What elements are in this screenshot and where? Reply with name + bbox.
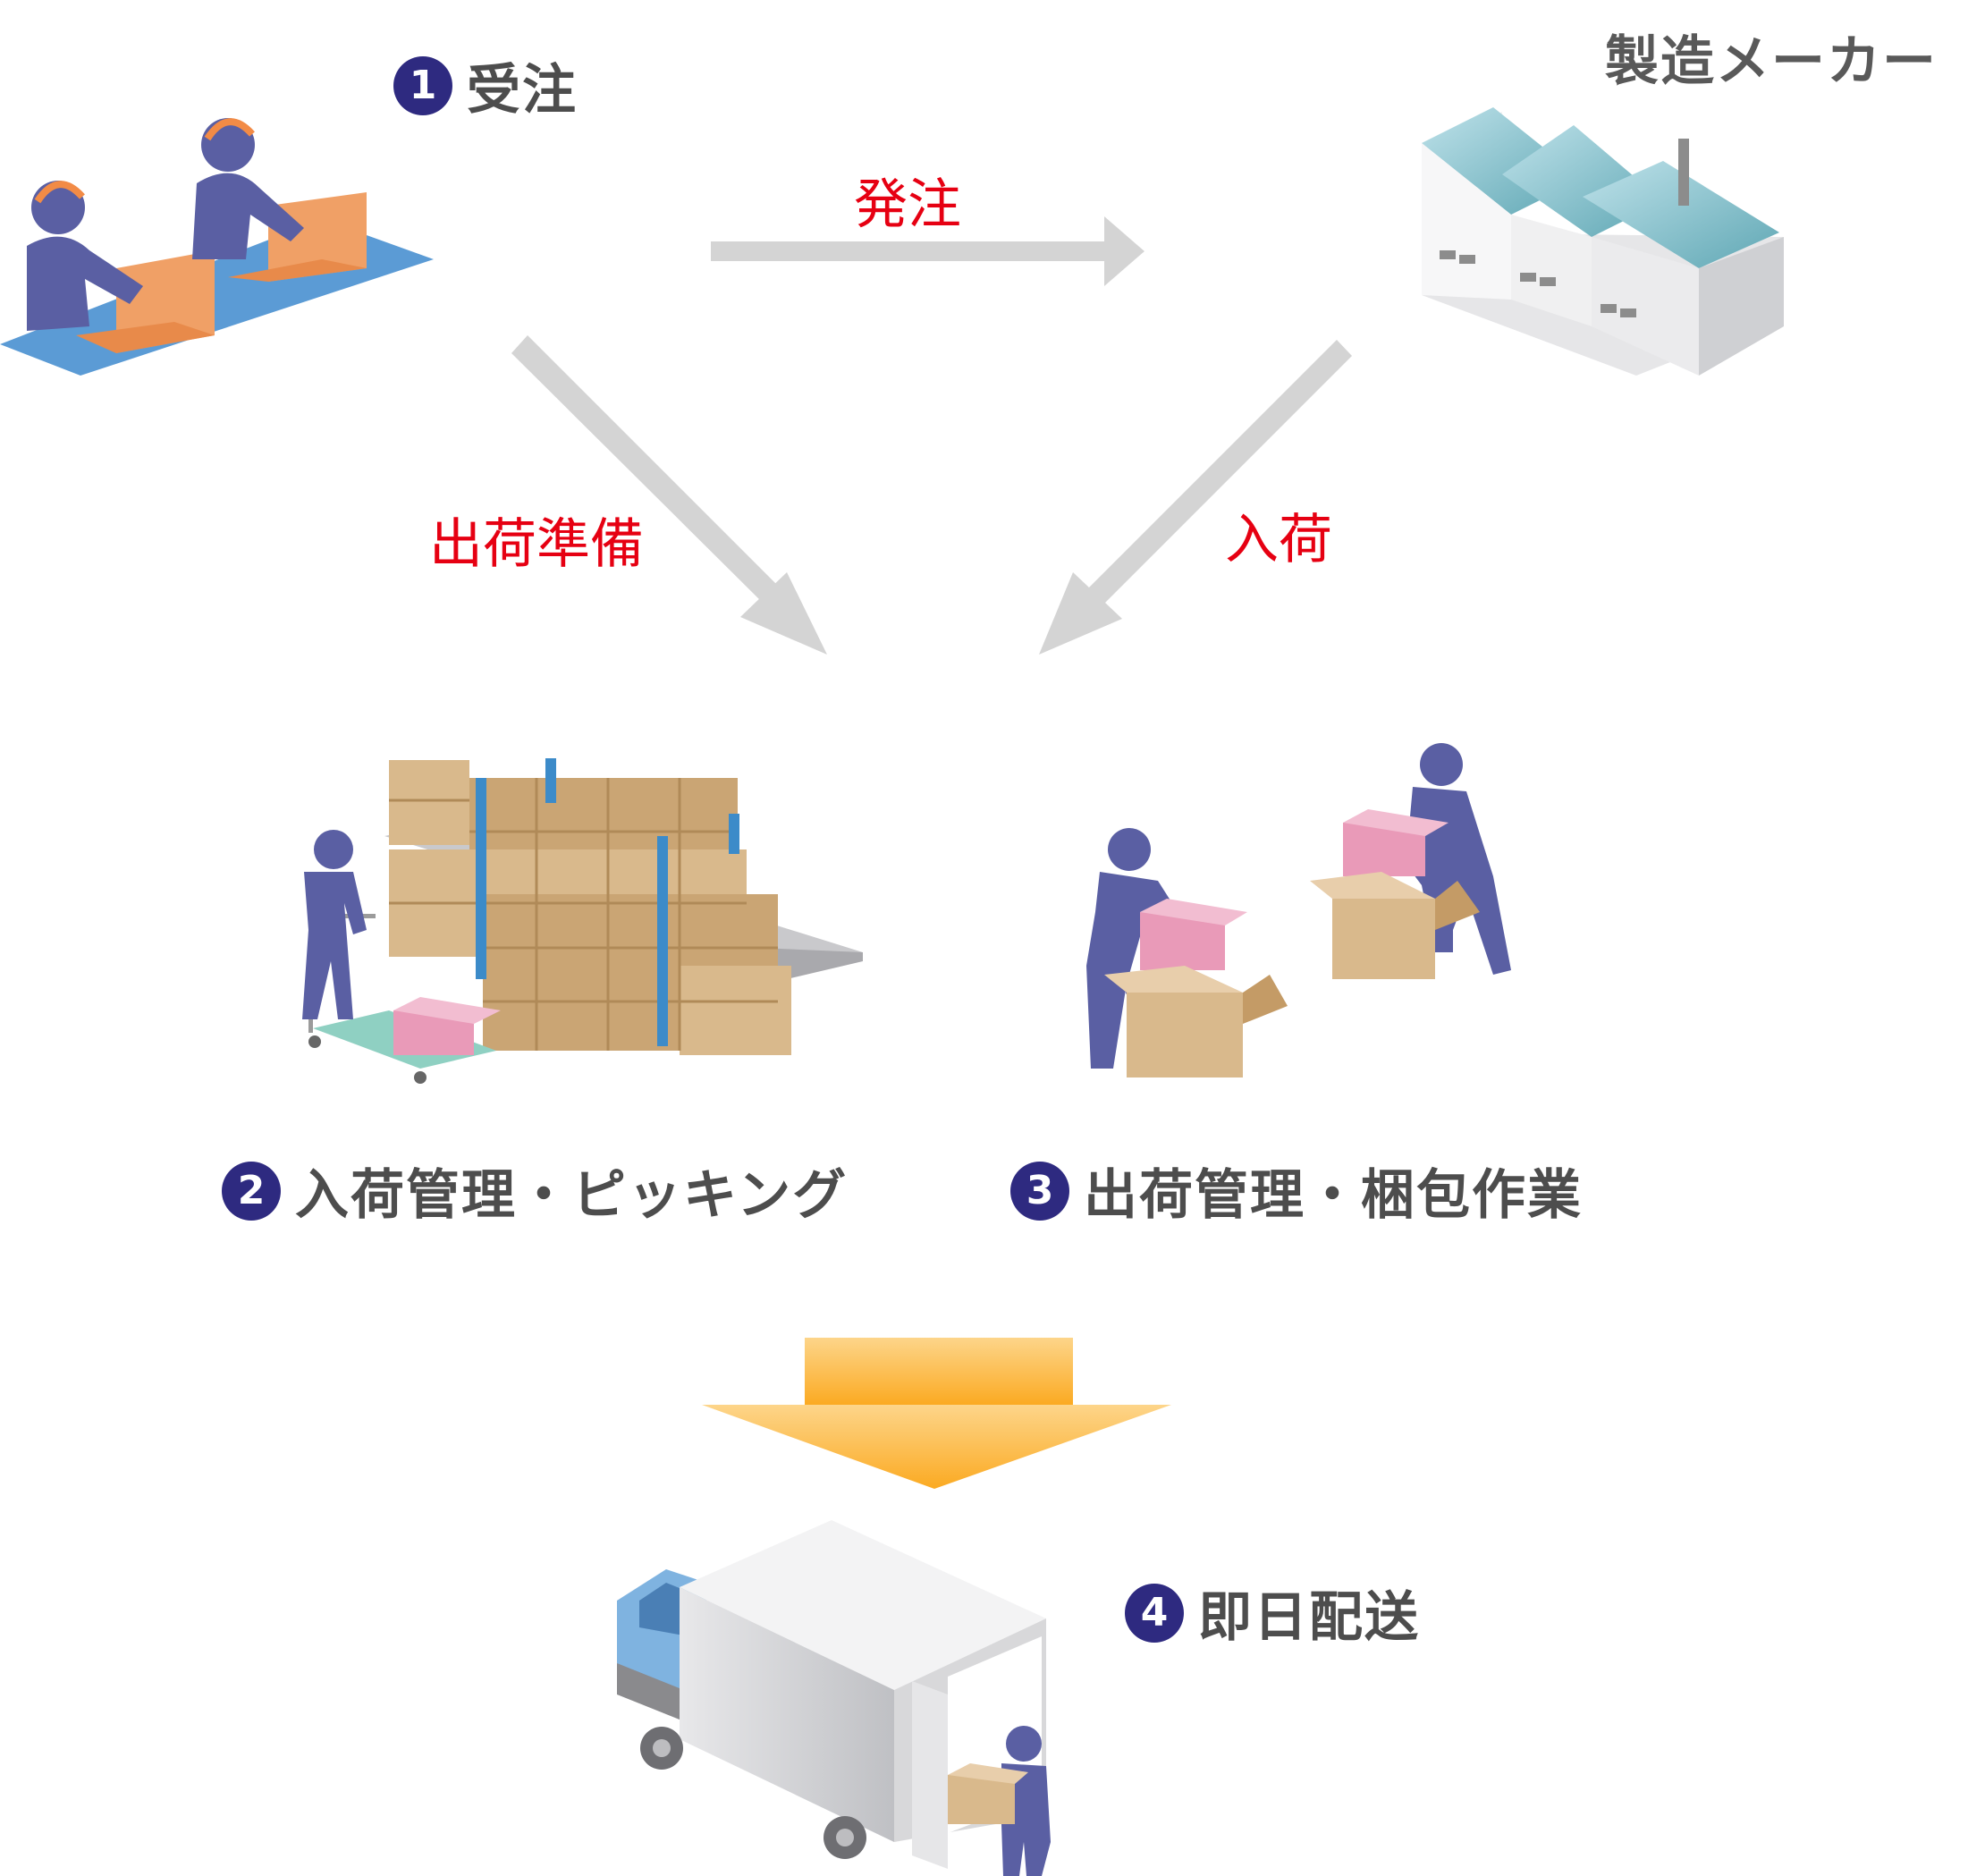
step-2-text: 入荷管理・ピッキング: [295, 1164, 849, 1227]
step-1-badge: 1: [393, 55, 452, 115]
step-1-label: 1 受注: [393, 46, 578, 124]
step-4-label: 4 即日配送: [1125, 1574, 1420, 1652]
step-4-badge: 4: [1125, 1583, 1184, 1643]
step-1-text: 受注: [467, 59, 578, 122]
arrival-flow-label: 入荷: [1225, 509, 1332, 571]
shipping-prep-arrow: [511, 335, 827, 655]
arrival-arrow: [1039, 340, 1352, 655]
step-3-text: 出荷管理・梱包作業: [1084, 1164, 1583, 1227]
step-2-label: 2 入荷管理・ピッキング: [222, 1152, 848, 1230]
maker-label: 製造メーカー: [1605, 30, 1938, 93]
delivery-down-arrow: [702, 1338, 1171, 1489]
packing-workers-icon: [1086, 743, 1511, 1077]
delivery-truck-icon: [617, 1520, 1051, 1876]
step-4-text: 即日配送: [1198, 1586, 1420, 1649]
step-3-label: 3 出荷管理・梱包作業: [1010, 1152, 1583, 1230]
factory-icon: [1422, 107, 1784, 376]
step-3-badge: 3: [1010, 1161, 1069, 1221]
order-flow-label: 発注: [854, 173, 961, 236]
prepare-flow-label: 出荷準備: [429, 513, 644, 576]
order-arrow: [711, 216, 1144, 286]
step-2-badge: 2: [222, 1161, 281, 1221]
warehouse-picking-icon: [302, 758, 863, 1084]
call-center-icon: [0, 118, 434, 376]
